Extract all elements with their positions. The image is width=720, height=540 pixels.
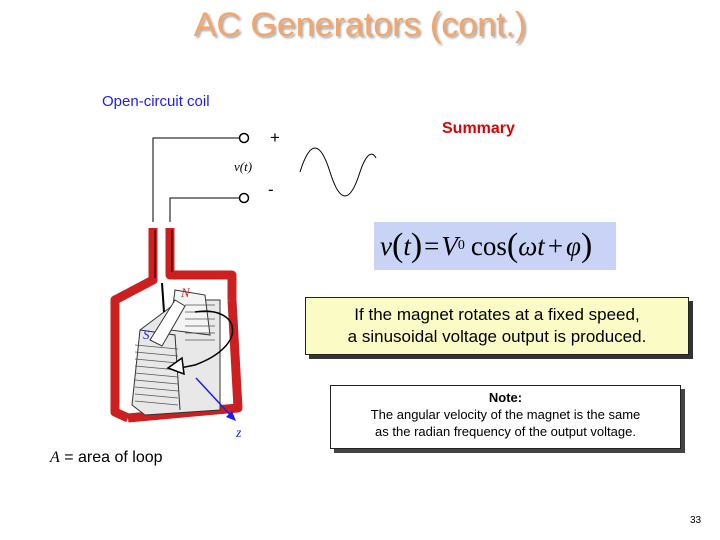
eq-V: V [441, 230, 458, 261]
z-axis-arrow-icon [195, 377, 235, 420]
eq-t2: t [537, 230, 545, 261]
terminal-circle-icon [238, 192, 250, 204]
eq-t: t [403, 230, 411, 261]
note-line1: The angular velocity of the magnet is th… [370, 407, 641, 422]
rotation-note: If the magnet rotates at a fixed speed, … [305, 297, 689, 355]
area-symbol: A [50, 449, 60, 466]
area-label: A = area of loop [50, 449, 163, 467]
magnet-icon: N S [131, 285, 221, 416]
terminal-minus-label: - [268, 180, 274, 199]
north-label: N [180, 285, 191, 300]
lead-wire-bottom [169, 197, 243, 222]
eq-sub0: 0 [457, 238, 465, 253]
terminal-circle-icon [238, 132, 250, 144]
summary-label: Summary [442, 120, 515, 137]
eq-equals: = [424, 230, 440, 261]
eq-cos: cos [470, 230, 507, 261]
south-label: S [143, 327, 150, 342]
vt-label: v(t) [234, 159, 252, 174]
page-number: 33 [690, 515, 702, 526]
shaft [161, 282, 165, 313]
rotation-note-line2: a sinusoidal voltage output is produced. [347, 327, 647, 346]
eq-omega: ω [518, 230, 538, 261]
note-heading: Note: [488, 390, 523, 405]
rotation-note-line1: If the magnet rotates at a fixed speed, [354, 305, 640, 324]
note-line2: as the radian frequency of the output vo… [375, 424, 636, 439]
eq-v: v [380, 230, 392, 261]
frequency-note: Note: The angular velocity of the magnet… [330, 385, 681, 449]
lead-wire-top [152, 137, 243, 222]
eq-phi: φ [566, 230, 581, 261]
slide-title: AC Generators (cont.) [193, 6, 527, 44]
terminal-plus-label: + [270, 128, 280, 147]
z-label: z [235, 426, 242, 441]
sine-wave-icon [299, 147, 377, 197]
eq-plus: + [547, 230, 564, 261]
area-text: = area of loop [59, 449, 163, 466]
coil-icon [110, 228, 243, 423]
coil-label: Open-circuit coil [102, 93, 210, 110]
rotation-arrow-icon [179, 310, 234, 369]
